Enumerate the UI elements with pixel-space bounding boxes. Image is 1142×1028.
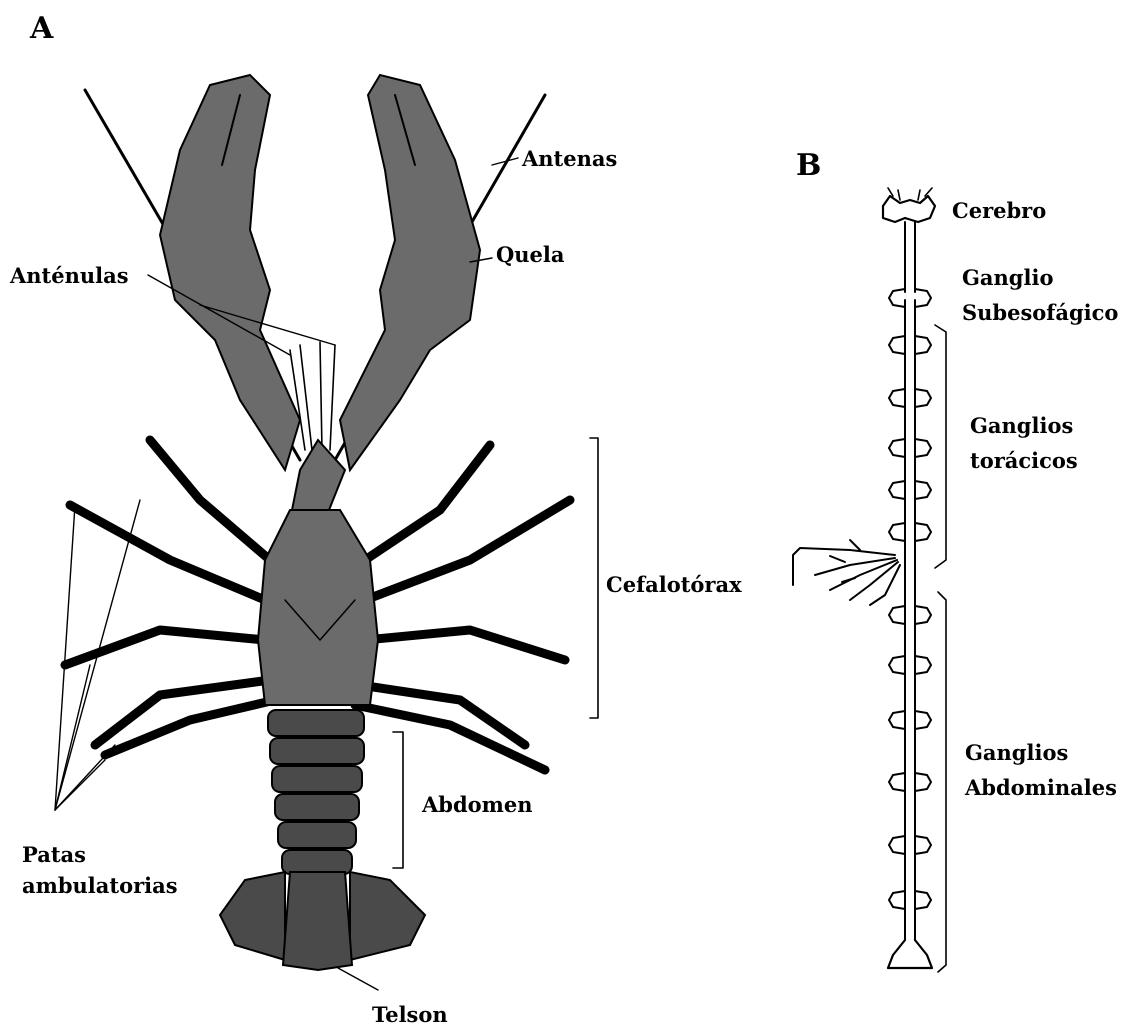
label-abdominales-line2: Abdominales xyxy=(964,775,1117,800)
label-abdominales-line1: Ganglios xyxy=(965,740,1068,765)
label-patas-line1: Patas xyxy=(22,842,86,867)
bracket-abdominales xyxy=(938,592,946,972)
ganglion-node xyxy=(889,656,931,674)
ganglion-node xyxy=(889,439,931,457)
ganglion-node xyxy=(889,336,931,354)
cephalothorax xyxy=(258,510,378,705)
label-patas-line2: ambulatorias xyxy=(22,873,178,898)
ganglion-node xyxy=(889,289,931,307)
crayfish-illustration xyxy=(55,75,598,990)
panel-label-a: A xyxy=(29,11,54,46)
label-toracicos-line2: torácicos xyxy=(970,448,1078,473)
label-cefalotorax: Cefalotórax xyxy=(606,572,742,597)
label-ganglio-line1: Ganglio xyxy=(962,265,1053,290)
bracket-cefalotorax xyxy=(590,438,598,718)
panel-label-b: B xyxy=(796,148,821,183)
terminal-ganglion xyxy=(888,940,932,968)
brain-ganglion xyxy=(883,196,935,222)
walking-legs-left xyxy=(65,440,275,755)
chela-right xyxy=(340,75,480,470)
ganglion-node xyxy=(889,836,931,854)
tail-fan xyxy=(220,872,425,970)
ganglia-chain xyxy=(889,289,931,909)
label-toracicos-line1: Ganglios xyxy=(970,413,1073,438)
ganglion-node xyxy=(889,773,931,791)
bracket-toracicos xyxy=(935,325,946,568)
ganglion-node xyxy=(889,711,931,729)
label-quela: Quela xyxy=(496,242,565,267)
ganglion-node xyxy=(889,891,931,909)
nervous-system-diagram xyxy=(793,188,946,972)
pointer-patas-1 xyxy=(55,505,75,810)
pointer-telson xyxy=(338,968,378,990)
label-telson: Telson xyxy=(372,1002,448,1027)
abdomen-segments xyxy=(268,710,364,874)
nerve-cord xyxy=(905,222,915,940)
leg-nerve-branch xyxy=(793,540,900,605)
ganglion-node xyxy=(889,389,931,407)
ganglion-node xyxy=(889,481,931,499)
ganglion-node xyxy=(889,606,931,624)
bracket-abdomen xyxy=(393,732,403,868)
label-abdomen: Abdomen xyxy=(421,792,533,817)
walking-legs-right xyxy=(355,445,570,770)
label-cerebro: Cerebro xyxy=(952,198,1046,223)
ganglion-node xyxy=(889,523,931,541)
label-antenas: Antenas xyxy=(521,146,617,171)
label-antenulas: Anténulas xyxy=(9,263,129,288)
label-ganglio-line2: Subesofágico xyxy=(962,300,1118,325)
chela-left xyxy=(160,75,300,470)
